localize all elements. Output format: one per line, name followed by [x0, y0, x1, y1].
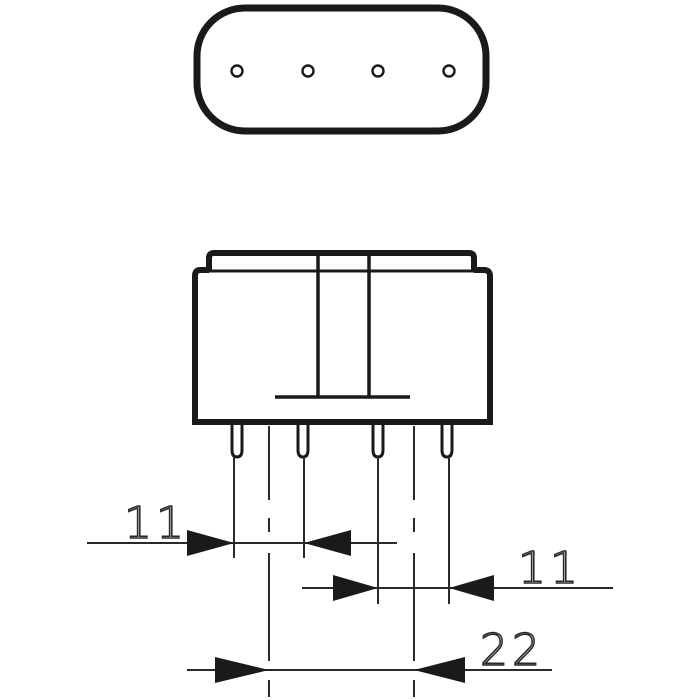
arrow-left-icon	[414, 657, 465, 683]
arrow-left-icon	[304, 530, 351, 556]
arrow-right-icon	[333, 575, 378, 601]
arrow-right-icon	[187, 530, 234, 556]
arrow-left-icon	[449, 575, 494, 601]
side-view-pin-4	[440, 424, 454, 459]
dimension-pin-spacing-left: 11	[87, 497, 397, 556]
side-view-pin-3	[371, 424, 385, 459]
side-view-body	[192, 267, 493, 425]
arrow-right-icon	[215, 657, 269, 683]
top-view	[193, 4, 490, 135]
centerlines	[268, 426, 415, 697]
dimension-label: 22	[480, 625, 544, 676]
top-view-pin-hole-2	[301, 64, 315, 78]
dimension-label: 11	[518, 543, 582, 594]
side-view-pin-2	[296, 424, 310, 459]
side-view-pin-1	[230, 424, 244, 459]
dimension-pin-group-centers: 22	[187, 624, 552, 683]
top-view-outline	[193, 4, 490, 135]
side-view-cap	[206, 250, 477, 270]
top-view-pin-hole-4	[442, 64, 456, 78]
top-view-pin-hole-1	[230, 64, 244, 78]
dimension-pin-spacing-right: 11	[302, 542, 613, 601]
top-view-pin-hole-3	[371, 64, 385, 78]
dimension-label: 11	[124, 498, 188, 549]
extension-lines	[233, 457, 450, 604]
side-view	[192, 250, 493, 459]
